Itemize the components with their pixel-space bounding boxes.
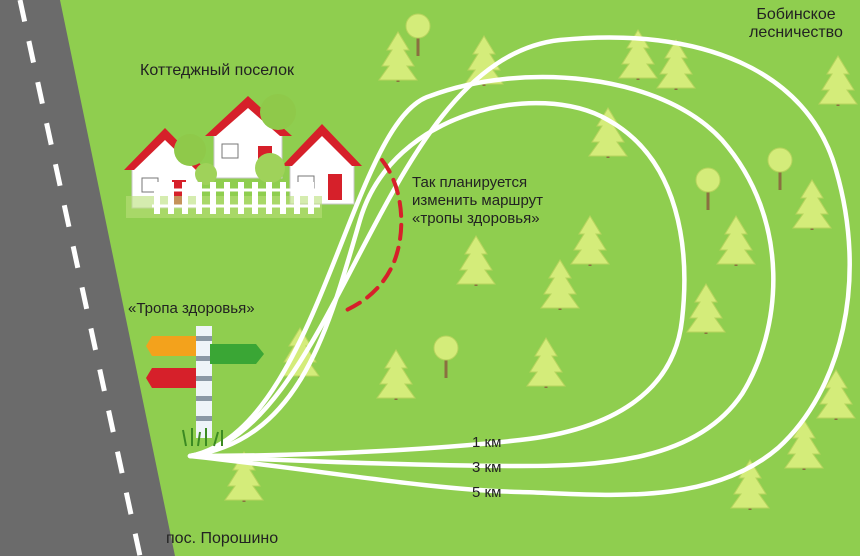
trail-routes xyxy=(187,35,852,498)
trail-route-1km xyxy=(187,100,687,459)
tree-icon xyxy=(686,283,726,335)
tree-icon xyxy=(716,215,756,267)
planned-route xyxy=(340,158,404,314)
tree-icon xyxy=(540,259,580,311)
tree-icon xyxy=(816,369,856,421)
trail-route-3km xyxy=(187,74,776,469)
distance-label-1km: 1 км xyxy=(472,434,502,451)
distance-label-3km: 3 км xyxy=(472,459,502,476)
forestry-label-line1: Бобинское xyxy=(756,6,836,23)
tree-icon xyxy=(792,179,832,231)
tree-icon xyxy=(378,31,418,83)
fence-icon xyxy=(126,182,322,218)
forestry-label-line2: лесничество xyxy=(749,24,843,42)
tree-icon xyxy=(818,55,858,107)
trail-route-5km xyxy=(187,35,852,498)
trail-name-label: «Тропа здоровья» xyxy=(128,300,255,317)
bush-icon xyxy=(174,94,296,185)
tree-icon xyxy=(433,335,459,379)
planned-change-note: Так планируется изменить маршрут «тропы … xyxy=(412,174,592,228)
forestry-label: Бобинское лесничество xyxy=(734,6,858,43)
planned-change-line1: Так планируется xyxy=(412,174,528,191)
planned-change-line3: «тропы здоровья» xyxy=(412,210,540,227)
village-label: пос. Порошино xyxy=(166,530,279,547)
tree-icon xyxy=(456,235,496,287)
distance-label-5km: 5 км xyxy=(472,484,502,501)
tree-icon xyxy=(767,147,793,191)
cottage-village-label: Коттеджный поселок xyxy=(140,62,294,79)
tree-icon xyxy=(526,337,566,389)
signpost-icon xyxy=(146,326,264,447)
tree-icon xyxy=(695,167,721,211)
tree-icon xyxy=(376,349,416,401)
road xyxy=(0,0,175,556)
tree-icon xyxy=(405,13,431,57)
tree-icon xyxy=(784,419,824,471)
road-center-marking xyxy=(17,0,143,556)
planned-change-line2: изменить маршрут xyxy=(412,192,544,209)
